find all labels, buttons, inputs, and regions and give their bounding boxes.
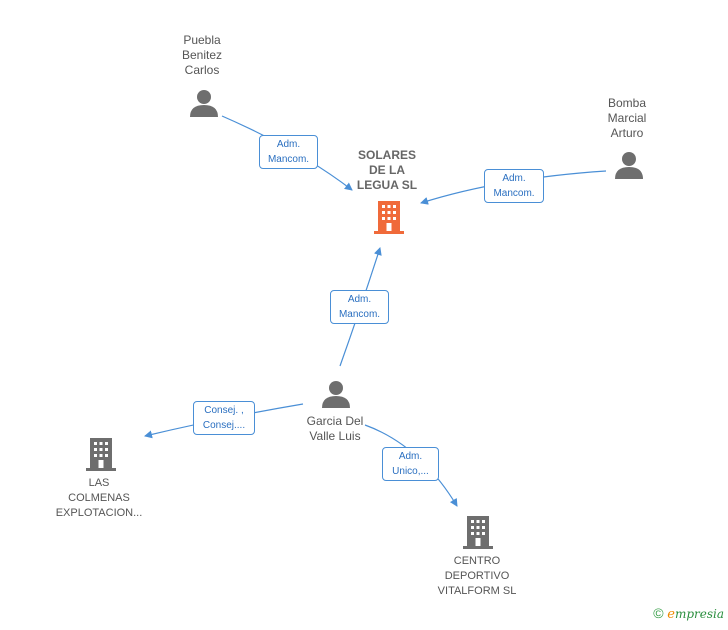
- building-icon-centro[interactable]: [461, 514, 495, 550]
- company-colmenas-label[interactable]: LAS COLMENAS EXPLOTACION...: [55, 477, 143, 519]
- edge-label-garcia-colmenas[interactable]: Consej. , Consej....: [193, 401, 255, 435]
- edge-label-garcia-centro[interactable]: Adm. Unico,...: [382, 447, 439, 481]
- edge-label-puebla-main[interactable]: Adm. Mancom.: [259, 135, 318, 169]
- person-puebla-label[interactable]: Puebla Benitez Carlos: [181, 33, 223, 77]
- person-icon-puebla[interactable]: [189, 88, 219, 118]
- person-bomba-label[interactable]: Bomba Marcial Arturo: [607, 96, 647, 140]
- edge-label-garcia-main[interactable]: Adm. Mancom.: [330, 290, 389, 324]
- footer-brand: © empresia: [653, 605, 724, 622]
- building-icon-colmenas[interactable]: [84, 436, 118, 472]
- edge-label-bomba-main[interactable]: Adm. Mancom.: [484, 169, 544, 203]
- brand-initial: e: [667, 607, 675, 622]
- building-icon-main[interactable]: [372, 199, 406, 235]
- main-company-label[interactable]: SOLARES DE LA LEGUA SL: [356, 148, 418, 192]
- copyright-symbol: ©: [653, 605, 664, 621]
- person-icon-bomba[interactable]: [614, 150, 644, 180]
- brand-name: mpresia: [674, 607, 724, 621]
- person-garcia-label[interactable]: Garcia Del Valle Luis: [306, 414, 364, 443]
- person-icon-garcia[interactable]: [321, 379, 351, 409]
- company-centro-label[interactable]: CENTRO DEPORTIVO VITALFORM SL: [437, 555, 517, 597]
